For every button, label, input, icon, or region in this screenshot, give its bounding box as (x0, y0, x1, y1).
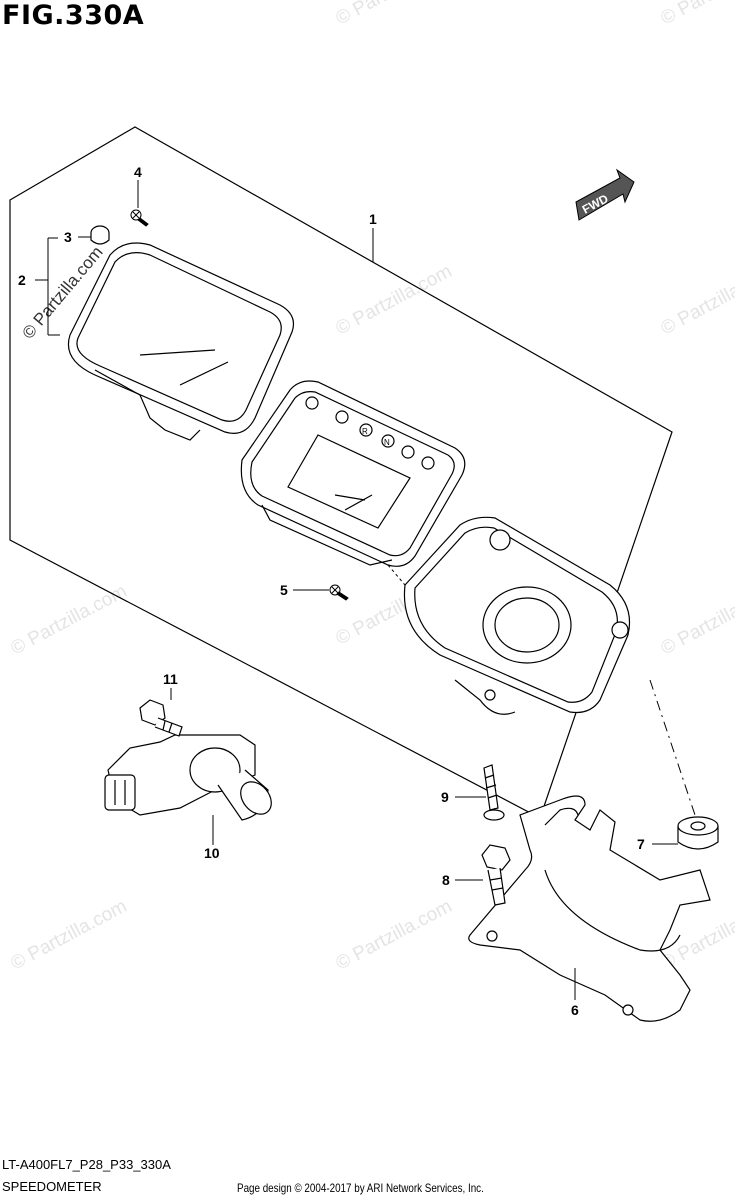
callout-4: 4 (134, 164, 142, 180)
callout-5: 5 (280, 582, 288, 598)
leader-line-dash (649, 679, 696, 816)
svg-text:R: R (362, 427, 368, 436)
bolt-part-11 (139, 699, 183, 737)
leader-line-dash (387, 564, 406, 586)
fwd-arrow-icon: FWD (575, 168, 635, 221)
screw-part-9 (483, 764, 505, 821)
speed-sensor (104, 734, 272, 821)
meter-cover (67, 242, 295, 441)
grommet-part (677, 816, 719, 850)
bracket-part (468, 795, 711, 1022)
watermark: © Partzilla.com (332, 0, 455, 29)
copyright-notice: Page design © 2004-2017 by ARI Network S… (237, 1181, 484, 1195)
screw-part-4 (130, 209, 149, 227)
watermark: © Partzilla.com (657, 261, 735, 340)
callout-6: 6 (571, 1002, 579, 1018)
svg-text:N: N (384, 438, 390, 447)
callout-9: 9 (441, 789, 449, 805)
model-code: LT-A400FL7_P28_P33_330A (2, 1157, 171, 1172)
watermark: © Partzilla.com (657, 0, 735, 29)
watermark: © Partzilla.com (657, 581, 735, 660)
watermark: © Partzilla.com (332, 261, 455, 340)
screw-part-5 (329, 584, 349, 601)
meter-display: R N (240, 380, 466, 567)
watermark: © Partzilla.com (332, 896, 455, 975)
cap-part (90, 225, 110, 245)
meter-case (403, 516, 631, 715)
callout-11: 11 (163, 671, 178, 687)
part-name: SPEEDOMETER (2, 1179, 102, 1194)
callout-10: 10 (204, 845, 220, 861)
callout-leaders (35, 180, 678, 1000)
callout-1: 1 (369, 211, 377, 227)
figure-title: FIG.330A (2, 0, 145, 31)
callout-7: 7 (637, 836, 645, 852)
callout-3: 3 (64, 229, 72, 245)
bolt-part-8 (481, 844, 511, 906)
callout-8: 8 (442, 872, 450, 888)
callout-2: 2 (18, 272, 26, 288)
watermark: © Partzilla.com (7, 896, 130, 975)
watermark: © Partzilla.com (7, 581, 130, 660)
